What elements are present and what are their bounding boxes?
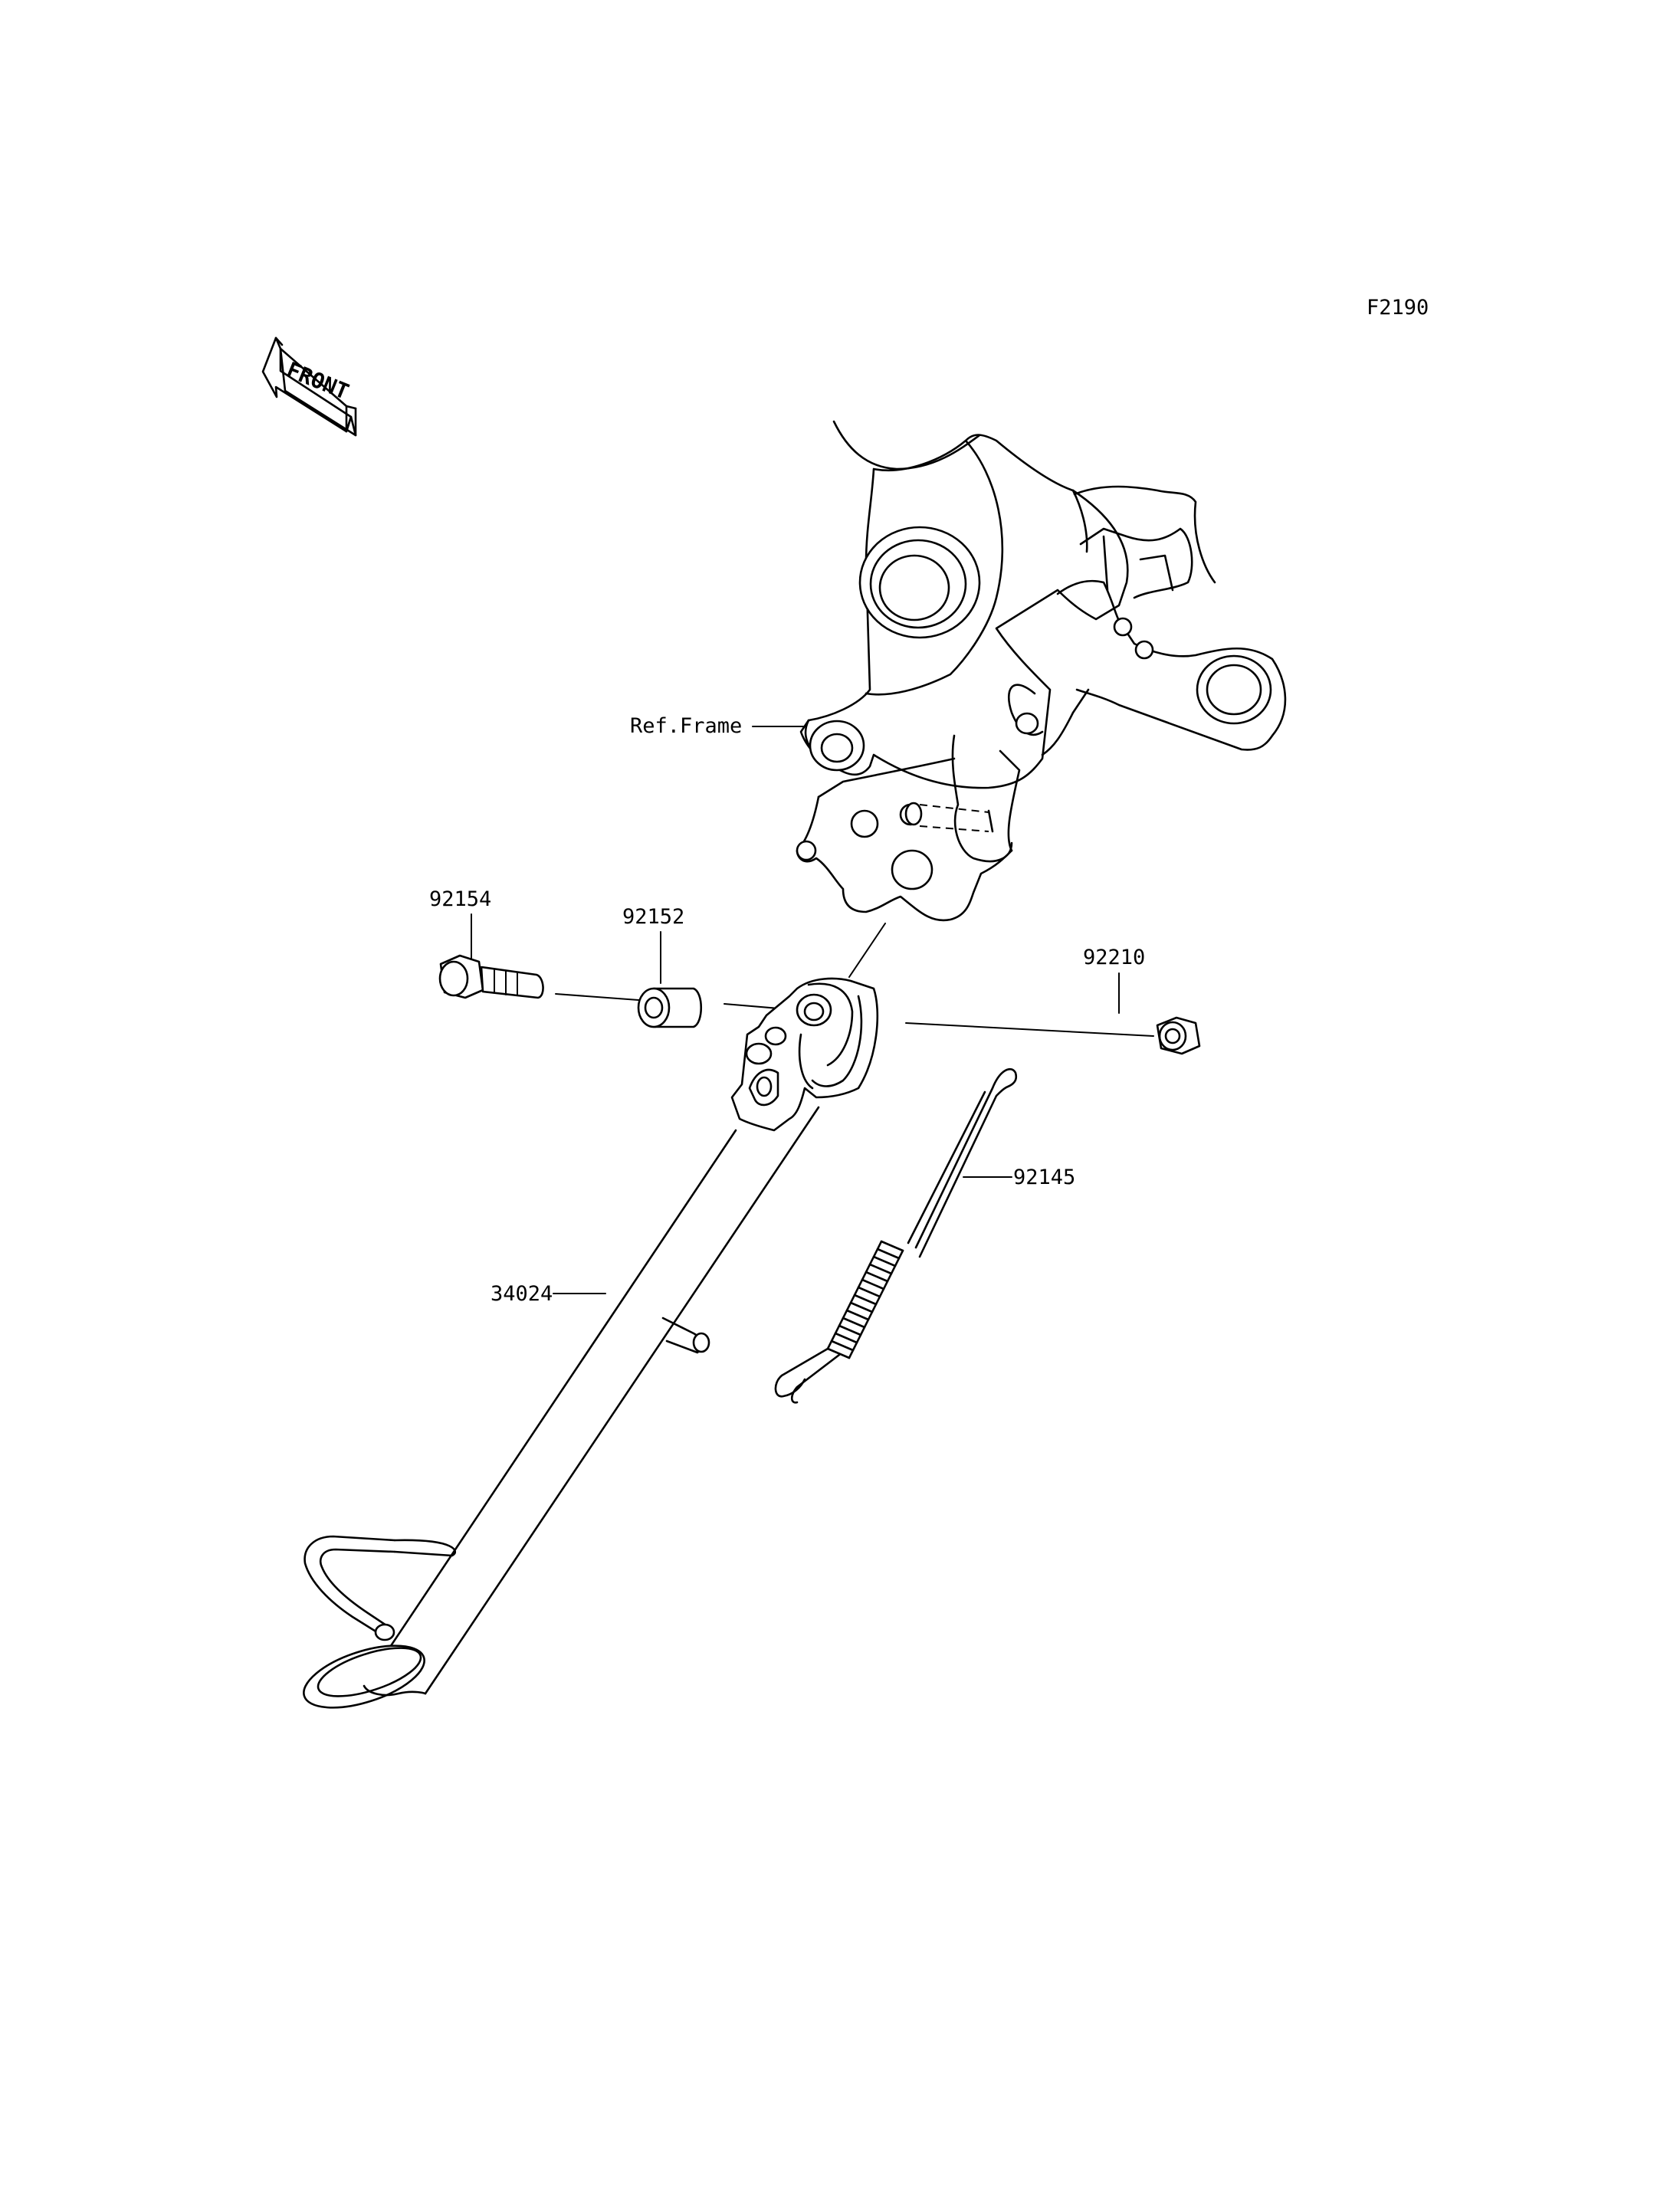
pivot-centerline bbox=[848, 923, 886, 978]
bolt-92154-label: 92154 bbox=[429, 887, 491, 911]
spring-92145-label: 92145 bbox=[1013, 1166, 1075, 1189]
ref-frame-label: Ref.Frame bbox=[630, 714, 742, 738]
spring-92145-drawing bbox=[774, 1068, 1018, 1404]
figure-code: F2190 bbox=[1367, 296, 1429, 320]
front-arrow-icon: FRONT bbox=[261, 336, 357, 437]
side-stand-34024-label: 34024 bbox=[491, 1282, 553, 1306]
nut-axis-line bbox=[905, 1022, 1154, 1037]
nut-92210-drawing bbox=[1156, 1016, 1201, 1055]
collar-92152-drawing bbox=[637, 987, 702, 1028]
frame-reference-drawing bbox=[796, 420, 1287, 922]
bolt-92154-drawing bbox=[438, 954, 544, 999]
side-stand-34024-drawing bbox=[303, 977, 879, 1709]
collar-92152-label: 92152 bbox=[622, 905, 684, 929]
nut-92210-label: 92210 bbox=[1083, 946, 1145, 969]
